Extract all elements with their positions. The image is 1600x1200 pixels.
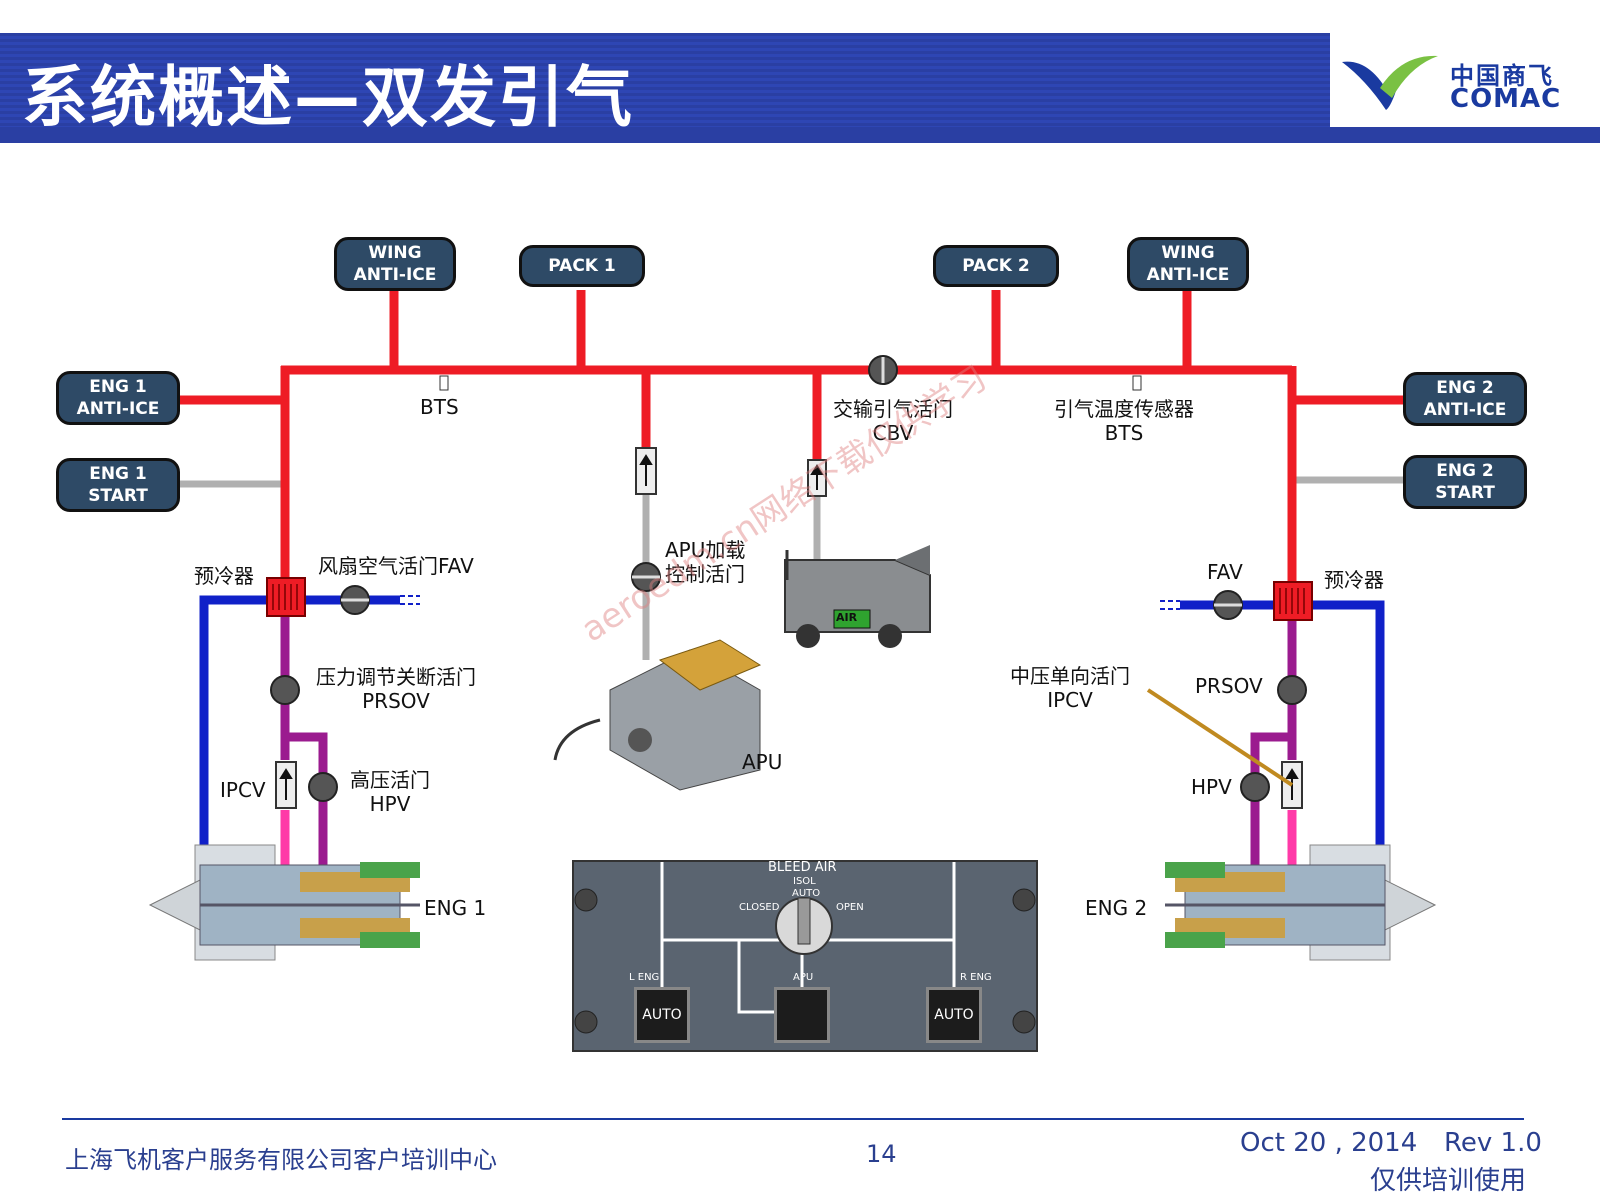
footer-divider <box>62 1118 1524 1120</box>
footer-date: Oct 20 , 2014 <box>1240 1128 1418 1158</box>
eng1-start-box: ENG 1 START <box>56 458 180 512</box>
panel-open: OPEN <box>836 902 864 913</box>
panel-closed: CLOSED <box>739 902 780 913</box>
panel-title: BLEED AIR <box>768 860 837 875</box>
page-number: 14 <box>866 1140 897 1168</box>
bts-left-label: BTS <box>420 395 459 419</box>
precooler-right-label: 预冷器 <box>1324 568 1384 592</box>
engine-2-icon <box>1165 844 1437 961</box>
precooler-left-label: 预冷器 <box>194 564 254 588</box>
eng1-anti-ice-box: ENG 1 ANTI-ICE <box>56 371 180 425</box>
ipcv-right-label: 中压单向活门 IPCV <box>1010 664 1130 712</box>
prsov-left-valve-icon <box>270 675 300 705</box>
engine-1-icon <box>148 844 420 961</box>
panel-auto-top: AUTO <box>792 888 821 899</box>
hpv-right-label: HPV <box>1191 775 1232 799</box>
fav-right-label: FAV <box>1207 560 1243 584</box>
apu-bleed-button[interactable] <box>774 987 830 1043</box>
right-hp-loop <box>1250 732 1292 880</box>
fav-left-label: 风扇空气活门FAV <box>318 554 474 578</box>
l-eng-auto-button[interactable]: AUTO <box>634 987 690 1043</box>
logo-text-en: COMAC <box>1450 84 1562 114</box>
apu-label: APU <box>742 750 783 774</box>
hpv-left-valve-icon <box>308 772 338 802</box>
title-bar <box>0 33 1330 143</box>
bts-right-label: 引气温度传感器 BTS <box>1054 397 1194 445</box>
footer-org: 上海飞机客户服务有限公司客户培训中心 <box>65 1146 497 1174</box>
wing-anti-ice-left-box: WING ANTI-ICE <box>334 237 456 291</box>
bts-right-sensor-icon <box>1132 375 1142 391</box>
r-eng-auto-button[interactable]: AUTO <box>926 987 982 1043</box>
logo-text-cn: 中国商飞 <box>1450 62 1554 90</box>
ipcv-left-label: IPCV <box>220 778 266 802</box>
cbv-label: 交输引气活门 CBV <box>833 397 953 445</box>
footer-note: 仅供培训使用 <box>1370 1166 1527 1196</box>
left-hp-loop <box>285 732 328 880</box>
hpv-right-valve-icon <box>1240 772 1270 802</box>
panel-l-eng: L ENG <box>629 972 660 983</box>
comac-logo-icon <box>1342 55 1438 110</box>
hpv-left-label: 高压活门 HPV <box>350 768 430 816</box>
eng2-anti-ice-box: ENG 2 ANTI-ICE <box>1403 372 1527 426</box>
apu-unit-icon <box>553 639 762 791</box>
ipcv-right-pointer <box>1146 688 1294 787</box>
pack2-box: PACK 2 <box>933 245 1059 287</box>
pack1-box: PACK 1 <box>519 245 645 287</box>
panel-lines <box>574 862 1036 1034</box>
eng2-start-box: ENG 2 START <box>1403 455 1527 509</box>
prsov-right-valve-icon <box>1277 675 1307 705</box>
title-underline <box>0 127 1600 143</box>
prsov-right-label: PRSOV <box>1195 674 1263 698</box>
page-title: 系统概述—双发引气 <box>22 59 634 136</box>
eng2-label: ENG 2 <box>1085 896 1148 920</box>
air-cart-label: AIR <box>836 611 858 624</box>
panel-isol: ISOL <box>793 876 816 887</box>
prsov-left-label: 压力调节关断活门 PRSOV <box>316 665 476 713</box>
comac-logo: 中国商飞 COMAC <box>1340 48 1590 120</box>
apu-valve-label: APU加载 控制活门 <box>665 538 746 586</box>
eng1-label: ENG 1 <box>424 896 487 920</box>
wing-anti-ice-right-box: WING ANTI-ICE <box>1127 237 1249 291</box>
panel-apu: APU <box>793 972 814 983</box>
panel-r-eng: R ENG <box>960 972 992 983</box>
right-fan-duct <box>1180 600 1385 850</box>
footer-rev: Rev 1.0 <box>1444 1128 1542 1158</box>
bts-left-sensor-icon <box>439 375 449 391</box>
left-fan-duct <box>199 595 400 850</box>
air-cart-icon <box>784 545 931 648</box>
bleed-air-panel: BLEED AIR ISOL AUTO CLOSED OPEN L ENG AP… <box>572 860 1038 1052</box>
